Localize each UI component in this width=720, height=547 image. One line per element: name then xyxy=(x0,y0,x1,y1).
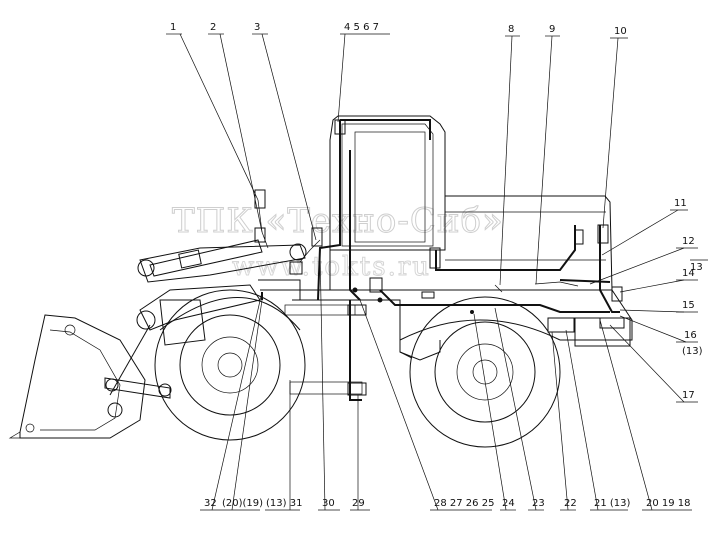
callout-20-18: 20 19 18 xyxy=(646,498,691,509)
callout-12: 12 xyxy=(682,236,695,247)
callout-16: 16 xyxy=(684,330,697,341)
callout-1: 1 xyxy=(170,22,176,33)
rear-wheel xyxy=(409,296,561,448)
front-wheel xyxy=(154,289,306,441)
leader-lines xyxy=(166,33,708,511)
vehicle-frame xyxy=(159,115,633,395)
callout-28-25: 28 27 26 25 xyxy=(434,498,494,509)
callouts: 1 2 3 4 5 6 7 8 9 10 11 12 13 14 15 16 (… xyxy=(170,22,703,509)
callout-17: 17 xyxy=(682,390,695,401)
callout-13: 13 xyxy=(690,262,703,273)
callout-20-19: (20)(19) xyxy=(222,498,263,509)
callout-11: 11 xyxy=(674,198,687,209)
callout-13-31: (13) 31 xyxy=(266,498,302,509)
callout-14: 14 xyxy=(682,268,695,279)
watermark-line2: www.tokts.ru xyxy=(232,252,431,282)
callout-24: 24 xyxy=(502,498,515,509)
boom-and-bucket xyxy=(8,239,307,439)
callout-2: 2 xyxy=(210,22,216,33)
callout-3: 3 xyxy=(254,22,260,33)
watermark-line1: ТПК «Техно-Сиб» xyxy=(172,201,504,241)
callout-16-sub: (13) xyxy=(682,346,703,357)
callout-32: 32 xyxy=(204,498,217,509)
callout-21-13: 21 (13) xyxy=(594,498,631,509)
callout-9: 9 xyxy=(549,24,555,35)
callout-4-7: 4 5 6 7 xyxy=(344,22,379,33)
callout-15: 15 xyxy=(682,300,695,311)
callout-23: 23 xyxy=(532,498,545,509)
wiring-harness xyxy=(254,119,625,401)
callout-30: 30 xyxy=(322,498,335,509)
callout-29: 29 xyxy=(352,498,365,509)
callout-22: 22 xyxy=(564,498,577,509)
callout-8: 8 xyxy=(508,24,514,35)
callout-10: 10 xyxy=(614,26,627,37)
